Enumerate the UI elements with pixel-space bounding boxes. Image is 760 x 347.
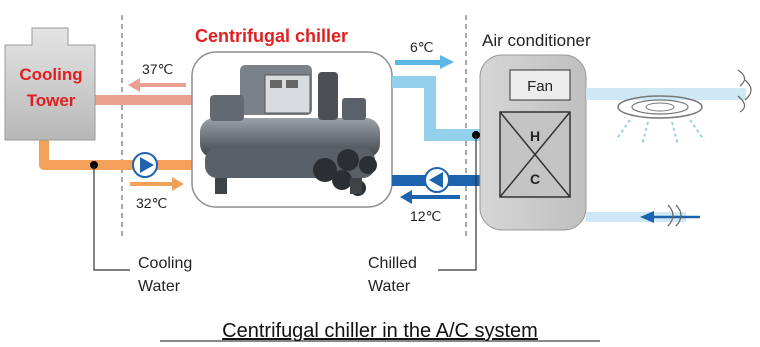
return-air-duct (586, 204, 700, 227)
cooling-tower-label-1: Cooling (19, 65, 82, 84)
cooling-tower: Cooling Tower (4, 27, 96, 141)
supply-air-duct (586, 69, 752, 113)
cooling-supply-arrow (130, 177, 184, 191)
chilled-return-temp: 12℃ (410, 208, 441, 224)
ceiling-diffuser-icon (615, 95, 705, 146)
cooling-pump-icon (132, 152, 158, 178)
chilled-supply-arrow (395, 55, 454, 69)
cooling-water-label-1: Cooling (138, 255, 192, 272)
leader-lines (90, 131, 480, 271)
cooling-water-label-2: Water (138, 278, 181, 295)
caption: Centrifugal chiller in the A/C system (222, 320, 538, 342)
air-conditioner-title: Air conditioner (482, 31, 591, 50)
cool-label: C (530, 171, 540, 187)
air-conditioner-unit: Fan H C (479, 54, 587, 231)
fan-label: Fan (527, 78, 553, 95)
cooling-return-arrow (128, 78, 186, 92)
chiller-machine-image (200, 65, 380, 196)
cooling-tower-label-2: Tower (27, 91, 76, 110)
heat-label: H (530, 128, 540, 144)
chilled-return-arrow (400, 190, 460, 204)
chilled-water-label-2: Water (368, 278, 411, 295)
cooling-return-temp: 37℃ (142, 61, 173, 77)
chilled-water-label-1: Chilled (368, 255, 417, 272)
chilled-pump-icon (424, 167, 450, 193)
chilled-supply-temp: 6℃ (410, 39, 434, 55)
cooling-supply-temp: 32℃ (136, 195, 167, 211)
chiller-title: Centrifugal chiller (195, 26, 348, 46)
